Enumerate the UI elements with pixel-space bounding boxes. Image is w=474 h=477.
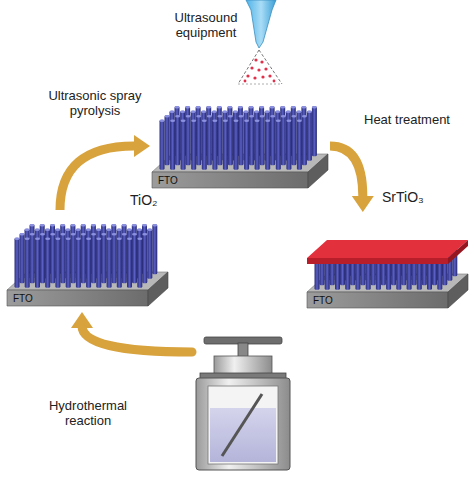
fto-substrate: FTO bbox=[305, 212, 470, 310]
substrate-label: FTO bbox=[13, 292, 33, 305]
equipment-label: Ultrasound equipment bbox=[168, 10, 244, 40]
fto-substrate: FTO bbox=[5, 210, 170, 308]
substrate-label: FTO bbox=[313, 294, 333, 307]
autoclave bbox=[196, 337, 290, 470]
material-label: SrTiO₃ bbox=[382, 190, 424, 205]
fto-substrate: FTO bbox=[150, 92, 330, 190]
material-label: TiO₂ bbox=[130, 193, 157, 208]
substrate-label: FTO bbox=[158, 174, 178, 187]
process-arrow bbox=[71, 312, 192, 352]
ultrasound-nozzle bbox=[238, 0, 282, 84]
process-label: Hydrothermal reaction bbox=[38, 398, 138, 428]
process-arrow bbox=[330, 146, 374, 212]
process-label: Ultrasonic spray pyrolysis bbox=[40, 88, 150, 118]
srtio3-layer bbox=[307, 240, 468, 258]
process-label: Heat treatment bbox=[352, 112, 462, 127]
